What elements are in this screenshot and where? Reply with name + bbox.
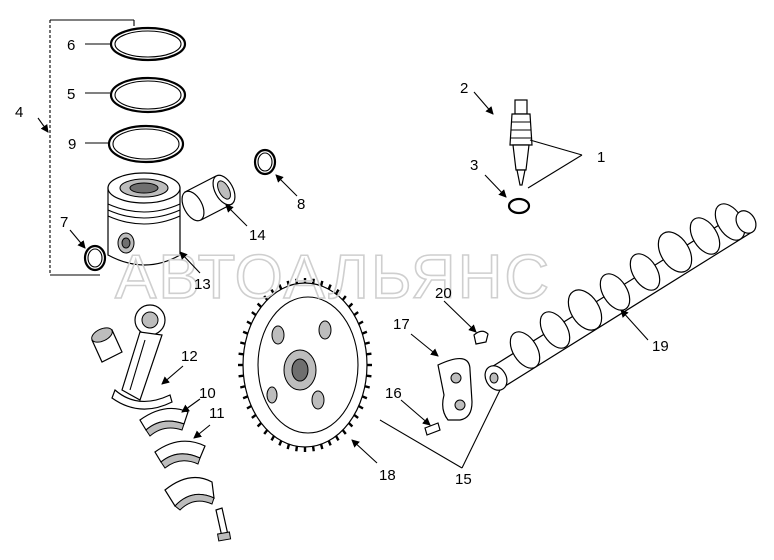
gear-tooth — [361, 330, 368, 335]
cam-journal — [567, 289, 603, 331]
label-17: 17 — [393, 316, 410, 333]
label-9: 9 — [68, 136, 76, 153]
gear-tooth — [251, 413, 257, 419]
gear-tooth — [270, 435, 276, 441]
label-18: 18 — [379, 467, 396, 484]
label-5: 5 — [67, 86, 75, 103]
rod-bearing-10 — [139, 407, 189, 437]
gear-tooth — [311, 446, 315, 452]
label-16: 16 — [385, 385, 402, 402]
gear-tooth — [347, 302, 354, 308]
rod-bearing-11 — [154, 440, 206, 469]
gear-tooth — [341, 429, 347, 435]
connecting-rod — [111, 304, 173, 410]
gear-tooth — [238, 352, 244, 356]
gear-tooth — [286, 443, 291, 450]
piston-ring-6 — [85, 26, 187, 62]
leader-lines — [37, 91, 649, 469]
injector — [509, 99, 533, 186]
label-7: 7 — [60, 214, 68, 231]
snap-ring-8 — [253, 148, 277, 176]
rod-bushing — [91, 327, 123, 363]
gear-tooth — [327, 284, 332, 290]
label-6: 6 — [67, 37, 75, 54]
gear-tooth — [242, 330, 249, 335]
gear-tooth — [366, 352, 372, 356]
gear-tooth — [246, 404, 252, 410]
gear-tooth — [358, 404, 364, 410]
label-4: 4 — [15, 104, 23, 121]
cam-lobe — [689, 217, 721, 255]
gear-tooth — [263, 429, 269, 435]
gear-tooth — [286, 280, 291, 287]
label-13: 13 — [194, 276, 211, 293]
gear-tooth — [319, 280, 324, 287]
gear-tooth — [364, 385, 371, 389]
cam-lobe — [599, 273, 631, 311]
label-12: 12 — [181, 348, 198, 365]
gear-tooth — [242, 395, 249, 400]
cam-gear — [238, 278, 372, 452]
gear-tooth — [327, 440, 332, 446]
gear-tooth — [361, 395, 368, 400]
label-20: 20 — [435, 285, 452, 302]
gear-tooth — [341, 295, 347, 301]
gear-tooth — [347, 422, 354, 428]
label-19: 19 — [652, 338, 669, 355]
gear-tooth — [353, 311, 359, 317]
label-11: 11 — [209, 405, 225, 422]
label-10: 10 — [199, 385, 216, 402]
cam-lobe — [629, 253, 661, 291]
gear-tooth — [364, 341, 371, 345]
camshaft — [484, 203, 757, 391]
label-3: 3 — [470, 157, 478, 174]
gear-tooth — [256, 422, 263, 428]
gear-tooth — [334, 289, 340, 295]
gear-tooth — [334, 435, 340, 441]
gear-tooth — [311, 278, 315, 284]
rod-bolt — [215, 507, 232, 542]
gear-tooth — [238, 374, 244, 378]
label-2: 2 — [460, 80, 468, 97]
gear-tooth — [295, 278, 299, 284]
thrust-plate — [437, 358, 473, 421]
gear-tooth — [270, 289, 276, 295]
label-1: 1 — [597, 149, 605, 166]
gear-tooth — [246, 320, 252, 326]
gear-tooth — [366, 374, 372, 378]
gear-tooth — [278, 440, 283, 446]
injector-washer — [507, 197, 531, 215]
cam-lobe — [539, 311, 571, 349]
gear-tooth — [263, 295, 269, 301]
gear-tooth — [358, 320, 364, 326]
piston-ring-9 — [85, 124, 185, 164]
cam-lobe — [509, 331, 541, 369]
label-8: 8 — [297, 196, 305, 213]
gear-tooth — [319, 443, 324, 450]
rod-cap — [164, 476, 215, 511]
ring-set-bracket — [49, 19, 135, 276]
gear-tooth — [256, 302, 263, 308]
woodruff-key — [473, 330, 489, 345]
thrust-plate-bolt — [424, 422, 441, 436]
gear-tooth — [295, 446, 299, 452]
piston-ring-5 — [85, 76, 187, 114]
cam-journal — [657, 231, 693, 273]
gear-tooth — [278, 284, 283, 290]
snap-ring-7 — [83, 244, 107, 272]
gear-tooth — [239, 385, 246, 389]
watermark: АВТОАЛЬЯНС — [115, 243, 551, 312]
gear-tooth — [239, 341, 246, 345]
piston-pin — [181, 174, 236, 222]
piston — [107, 172, 181, 266]
label-14: 14 — [249, 227, 266, 244]
gear-tooth — [353, 413, 359, 419]
label-15: 15 — [455, 471, 472, 488]
gear-tooth — [251, 311, 257, 317]
